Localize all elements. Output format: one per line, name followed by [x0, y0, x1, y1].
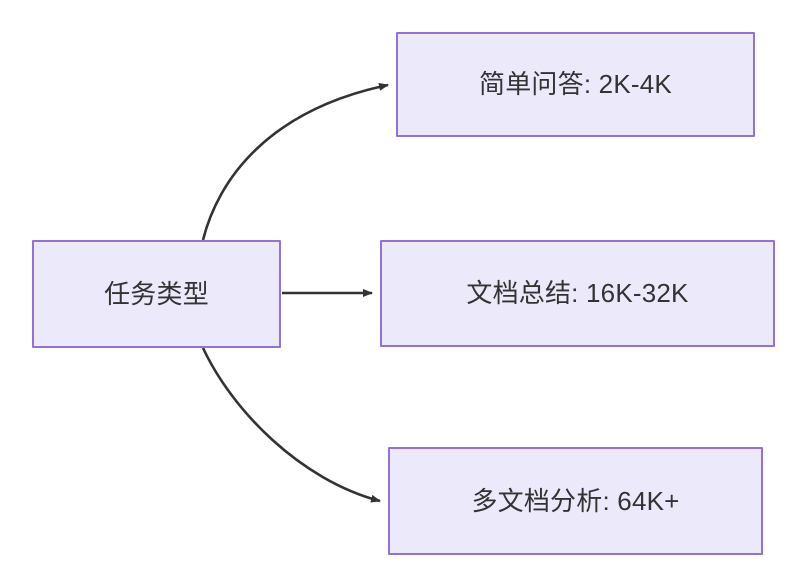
node-simple-qa-label: 简单问答: 2K-4K: [479, 69, 672, 100]
node-simple-qa[interactable]: 简单问答: 2K-4K: [396, 32, 755, 137]
node-multi-document-analysis[interactable]: 多文档分析: 64K+: [388, 447, 763, 555]
node-multi-document-analysis-label: 多文档分析: 64K+: [471, 485, 680, 516]
edge-root-to-multi-doc: [201, 347, 381, 503]
node-task-type-label: 任务类型: [104, 278, 209, 309]
node-document-summary[interactable]: 文档总结: 16K-32K: [380, 240, 775, 347]
node-document-summary-label: 文档总结: 16K-32K: [466, 278, 689, 309]
node-task-type[interactable]: 任务类型: [32, 240, 281, 348]
edge-root-to-simple-qa: [201, 82, 389, 241]
